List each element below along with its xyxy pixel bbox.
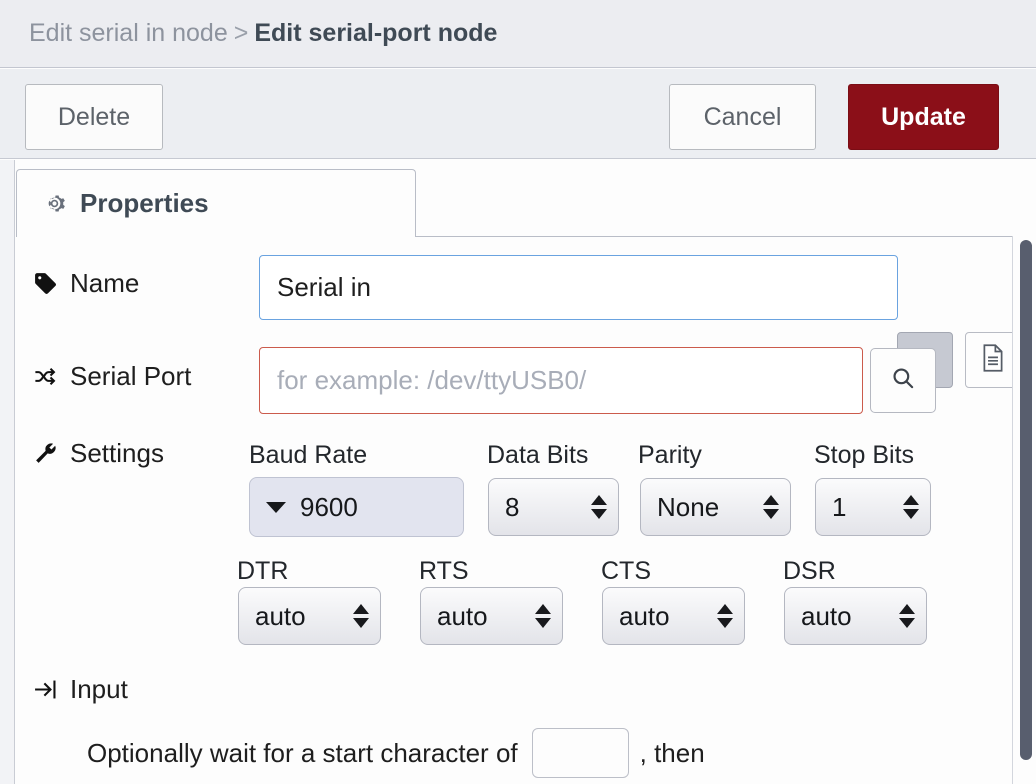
data-bits-select[interactable]: 8 bbox=[488, 478, 619, 536]
cancel-button[interactable]: Cancel bbox=[669, 84, 816, 150]
breadcrumb-current: Edit serial-port node bbox=[254, 19, 498, 47]
dialog-header: Edit serial in node>Edit serial-port nod… bbox=[0, 0, 1036, 68]
tab-properties-label: Properties bbox=[80, 188, 209, 218]
dtr-select[interactable]: auto bbox=[238, 587, 381, 645]
dsr-select[interactable]: auto bbox=[784, 587, 927, 645]
wrench-icon bbox=[30, 441, 60, 466]
rts-label: RTS bbox=[419, 557, 469, 585]
stop-bits-select[interactable]: 1 bbox=[815, 478, 931, 536]
spinner-icon bbox=[903, 495, 919, 519]
parity-label: Parity bbox=[638, 441, 702, 469]
serial-port-label-text: Serial Port bbox=[70, 361, 192, 391]
search-icon bbox=[890, 365, 916, 396]
shuffle-icon bbox=[30, 364, 60, 389]
serial-port-label: Serial Port bbox=[30, 361, 191, 392]
data-bits-label: Data Bits bbox=[487, 441, 589, 469]
start-character-row: Optionally wait for a start character of… bbox=[87, 728, 705, 778]
dsr-value: auto bbox=[801, 600, 852, 631]
dtr-label: DTR bbox=[237, 557, 289, 585]
dialog-button-row: Delete Cancel Update bbox=[0, 69, 1036, 159]
baud-rate-value: 9600 bbox=[300, 491, 358, 522]
cts-value: auto bbox=[619, 600, 670, 631]
update-button[interactable]: Update bbox=[848, 84, 999, 150]
cts-select[interactable]: auto bbox=[602, 587, 745, 645]
spinner-icon bbox=[353, 604, 369, 628]
description-document-button[interactable] bbox=[965, 332, 1021, 388]
vertical-scrollbar-thumb[interactable] bbox=[1020, 240, 1032, 760]
stop-bits-label: Stop Bits bbox=[814, 441, 915, 469]
data-bits-value: 8 bbox=[505, 491, 520, 522]
spinner-icon bbox=[591, 495, 607, 519]
tab-properties[interactable]: Properties bbox=[16, 169, 416, 237]
spinner-icon bbox=[717, 604, 733, 628]
settings-label: Settings bbox=[30, 438, 164, 469]
rts-value: auto bbox=[437, 600, 488, 631]
start-character-input[interactable] bbox=[531, 728, 629, 778]
delete-button[interactable]: Delete bbox=[25, 84, 163, 150]
vertical-scrollbar-track[interactable] bbox=[1012, 236, 1036, 784]
parity-value: None bbox=[657, 491, 720, 522]
name-label-text: Name bbox=[70, 268, 140, 298]
input-section-label-text: Input bbox=[70, 674, 128, 704]
input-section-label: Input bbox=[30, 674, 128, 705]
baud-rate-label: Baud Rate bbox=[249, 441, 368, 469]
document-icon bbox=[980, 343, 1006, 377]
rts-select[interactable]: auto bbox=[420, 587, 563, 645]
spinner-icon bbox=[535, 604, 551, 628]
breadcrumb: Edit serial in node>Edit serial-port nod… bbox=[29, 16, 497, 50]
tab-underline bbox=[416, 236, 1036, 237]
dsr-label: DSR bbox=[783, 557, 836, 585]
tab-strip: Properties bbox=[0, 160, 1036, 784]
stop-bits-value: 1 bbox=[832, 491, 847, 522]
sign-in-icon bbox=[30, 677, 60, 702]
spinner-icon bbox=[763, 495, 779, 519]
breadcrumb-parent[interactable]: Edit serial in node bbox=[29, 19, 228, 47]
tag-icon bbox=[30, 271, 60, 296]
cts-label: CTS bbox=[601, 557, 651, 585]
serial-port-input[interactable] bbox=[259, 347, 863, 414]
spinner-icon bbox=[899, 604, 915, 628]
left-gutter bbox=[0, 160, 15, 784]
dtr-value: auto bbox=[255, 600, 306, 631]
name-label: Name bbox=[30, 268, 139, 299]
chevron-down-icon bbox=[266, 501, 286, 513]
wait-suffix-text: , then bbox=[639, 737, 705, 768]
breadcrumb-separator: > bbox=[233, 19, 249, 47]
serial-port-search-button[interactable] bbox=[870, 348, 936, 413]
parity-select[interactable]: None bbox=[640, 478, 791, 536]
name-input[interactable] bbox=[259, 255, 898, 320]
baud-rate-combo[interactable]: 9600 bbox=[249, 477, 464, 537]
wait-prefix-text: Optionally wait for a start character of bbox=[87, 737, 518, 768]
gear-icon bbox=[42, 191, 67, 216]
settings-label-text: Settings bbox=[70, 438, 164, 468]
